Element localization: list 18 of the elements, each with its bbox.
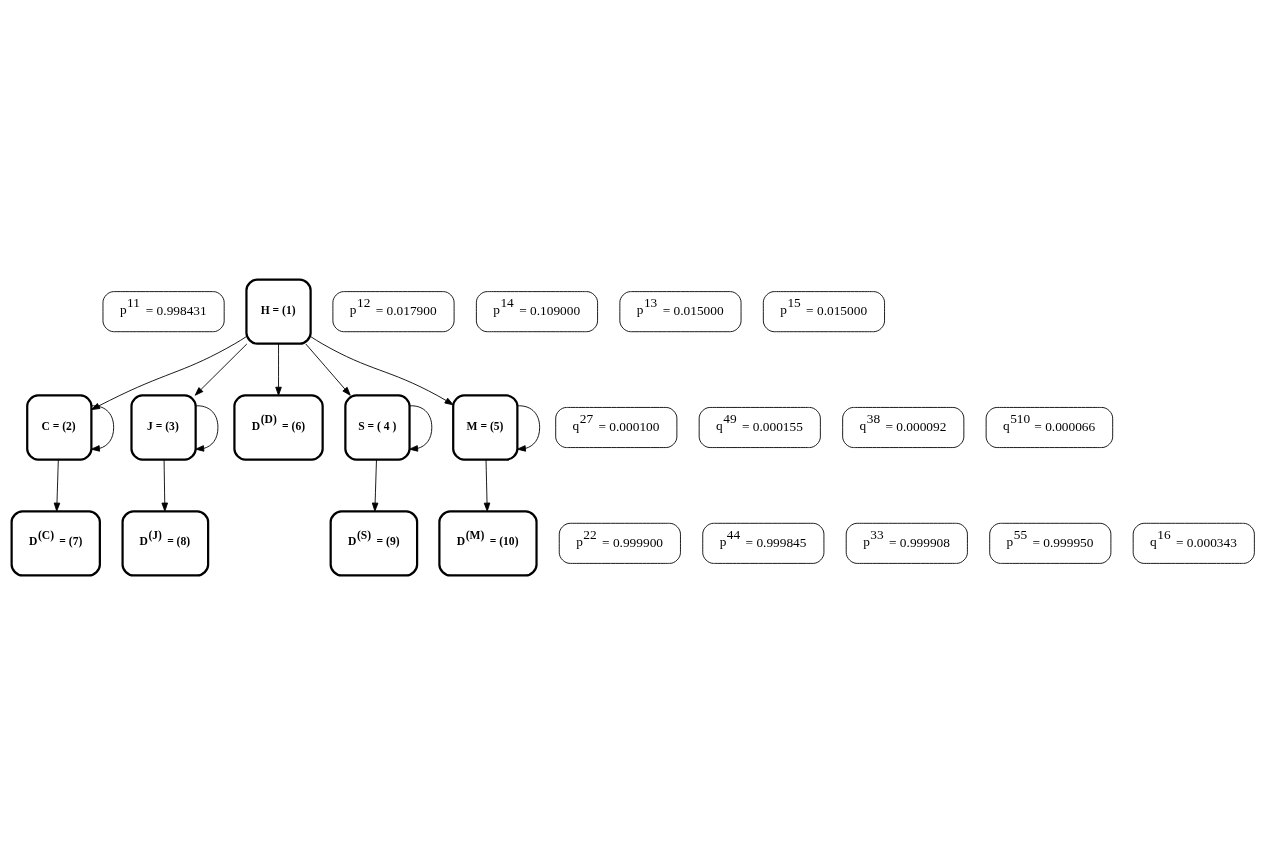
arrow [194,343,248,396]
arrow [310,335,454,405]
arrow [371,458,379,512]
arrow [90,404,115,452]
node-box: M = (5) [452,393,519,461]
arrow [409,404,433,452]
arrow [195,404,219,452]
arrow [516,404,541,452]
arrow [161,458,168,512]
node-box: C = (2) [26,393,93,461]
arrow [483,458,491,512]
node-box: S = ( 4 ) [344,393,411,461]
arrow [91,335,247,410]
node-box: J = (3) [130,393,197,461]
arrow [275,343,282,396]
node-box: H = (1) [245,277,312,345]
arrow [305,343,351,396]
arrow [53,458,61,512]
